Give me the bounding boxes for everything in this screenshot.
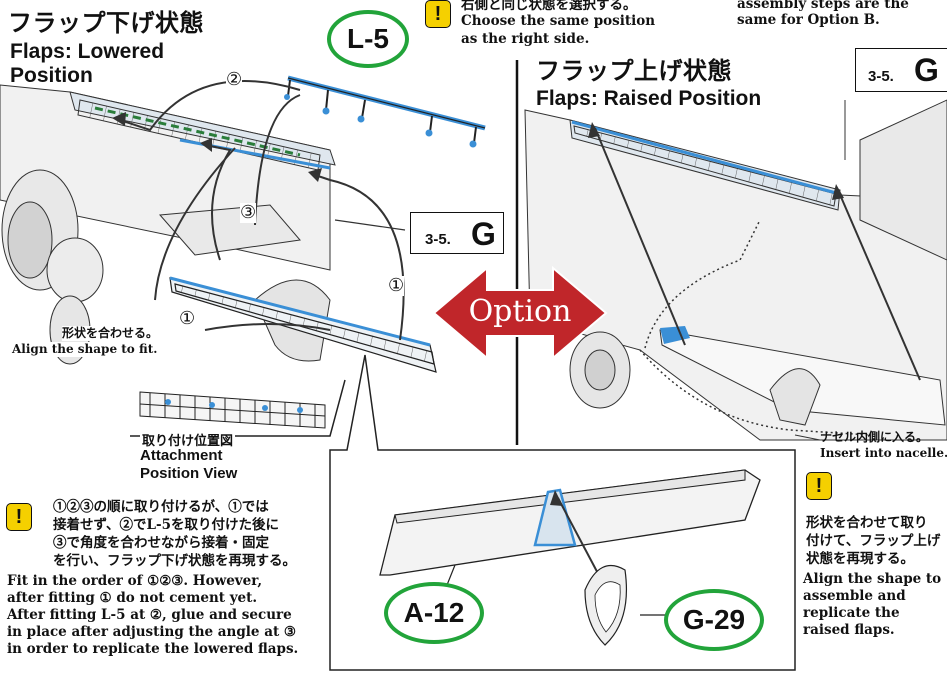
top-note-jp: 右側と同じ状態を選択する。	[461, 0, 637, 13]
nacelle-note-jp: ナセル内側に入る。	[820, 430, 929, 444]
right-wing-drawing	[524, 99, 947, 441]
step-ref-right-letter: G	[914, 52, 939, 88]
warning-jp-2: 接着せず、②でL-5を取り付けた後に	[53, 517, 280, 533]
right-note-en-4: raised flaps.	[803, 622, 895, 638]
step-ref-right-number: 3-5.	[868, 68, 894, 85]
warning-jp-4: を行い、フラップ下げ状態を再現する。	[53, 553, 296, 569]
step-1-marker-right: ①	[388, 275, 405, 296]
attach-label-en-2: Position View	[140, 465, 238, 482]
warning-icon-right: !	[806, 472, 832, 500]
attach-label-jp: 取り付け位置図	[140, 430, 236, 449]
part-badge-a12: A-12	[384, 582, 484, 644]
part-badge-g29: G-29	[664, 589, 764, 651]
l5-rod-drawing	[284, 75, 486, 148]
warning-icon-top: !	[425, 0, 451, 28]
right-note-jp-2: 付けて、フラップ上げ	[806, 533, 941, 549]
right-note-en-1: Align the shape to	[803, 571, 942, 587]
warning-en-1: Fit in the order of ①②③. However,	[7, 573, 263, 589]
warning-jp-1: ①②③の順に取り付けるが、①では	[53, 499, 269, 515]
left-title-jp: フラップ下げ状態	[8, 9, 204, 37]
step-ref-left-letter: G	[471, 216, 496, 252]
step-ref-left: 3-5. G	[410, 212, 504, 254]
nacelle-note-en: Insert into nacelle.	[820, 446, 947, 460]
step-ref-right: 3-5. G	[855, 48, 947, 92]
step-ref-left-number: 3-5.	[425, 231, 451, 248]
far-right-note-1: assembly steps are the	[737, 0, 909, 12]
right-note-jp-1: 形状を合わせて取り	[806, 515, 928, 531]
right-note-en-3: replicate the	[803, 605, 900, 621]
top-note-en-1: Choose the same position	[461, 13, 656, 29]
right-note-en-2: assemble and	[803, 588, 906, 604]
left-title-en-1: Flaps: Lowered	[10, 40, 165, 63]
option-label: Option	[468, 294, 572, 329]
top-note-en-2: as the right side.	[461, 31, 590, 47]
left-title-en-2: Position	[10, 64, 93, 87]
far-right-note-2: same for Option B.	[737, 12, 880, 28]
left-assembly-arrows	[119, 80, 405, 341]
attachment-view-drawing	[139, 391, 326, 429]
warning-en-3: After fitting L-5 at ②, glue and secure	[7, 607, 292, 623]
warning-en-2: after fitting ① do not cement yet.	[7, 590, 258, 606]
warning-en-5: in order to replicate the lowered flaps.	[7, 641, 299, 657]
align-note-jp: 形状を合わせる。	[62, 326, 159, 341]
part-badge-l5: L-5	[327, 10, 409, 68]
align-note-en: Align the shape to fit.	[12, 342, 158, 357]
attach-label-en-1: Attachment	[140, 447, 223, 464]
step-2-marker: ②	[226, 69, 243, 90]
right-title-en: Flaps: Raised Position	[536, 87, 762, 110]
warning-icon-left: !	[6, 503, 32, 531]
right-note-jp-3: 状態を再現する。	[806, 551, 914, 567]
option-arrow	[432, 265, 608, 361]
right-title-jp: フラップ上げ状態	[536, 57, 732, 85]
step-1-marker-left: ①	[179, 308, 196, 329]
warning-en-4: in place after adjusting the angle at ③	[7, 624, 297, 640]
warning-jp-3: ③で角度を合わせながら接着・固定	[53, 535, 269, 551]
right-assembly-arrows	[594, 127, 921, 381]
step-3-marker: ③	[240, 202, 257, 223]
